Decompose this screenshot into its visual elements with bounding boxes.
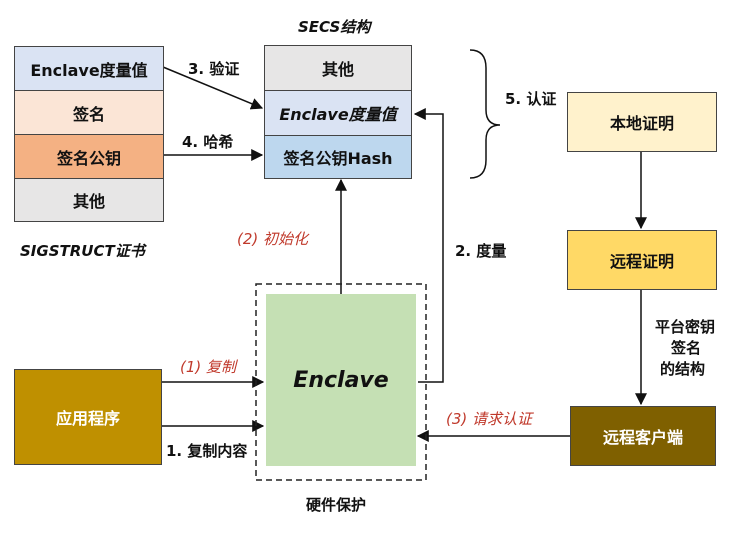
hardware-boundary xyxy=(255,283,427,481)
hardware-protection-label: 硬件保护 xyxy=(306,496,367,514)
sign-struct-label-3: 的结构 xyxy=(660,360,706,378)
copy-content-label: 1. 复制内容 xyxy=(166,442,248,460)
enclave-box: Enclave xyxy=(266,294,416,466)
sigstruct-caption: SIGSTRUCT证书 xyxy=(20,242,145,260)
init-label: (2) 初始化 xyxy=(237,230,309,248)
sign-struct-label-2: 签名 xyxy=(671,339,702,357)
certify-brace xyxy=(469,49,501,179)
local-attestation-label: 本地证明 xyxy=(609,114,674,133)
remote-attestation-label: 远程证明 xyxy=(609,252,674,271)
secs-row-key-hash-label: 签名公钥Hash xyxy=(283,149,393,168)
remote-client-box: 远程客户端 xyxy=(570,406,716,466)
local-attestation-box: 本地证明 xyxy=(567,92,717,152)
measure-label: 2. 度量 xyxy=(455,242,507,260)
secs-row-key-hash: 签名公钥Hash xyxy=(264,135,412,179)
remote-attestation-box: 远程证明 xyxy=(567,230,717,290)
sigstruct-row-other: 其他 xyxy=(14,178,164,222)
application-label: 应用程序 xyxy=(55,409,120,428)
certify-label: 5. 认证 xyxy=(505,90,557,108)
sigstruct-row-other-label: 其他 xyxy=(72,192,105,211)
application-box: 应用程序 xyxy=(14,369,162,465)
sigstruct-row-signature-label: 签名 xyxy=(72,104,105,124)
sign-struct-label-1: 平台密钥 xyxy=(655,318,716,336)
verify-label: 3. 验证 xyxy=(188,60,240,78)
sigstruct-row-signature: 签名 xyxy=(14,90,164,135)
sigstruct-row-public-key: 签名公钥 xyxy=(14,134,164,179)
sigstruct-row-measurement: Enclave度量值 xyxy=(14,46,164,91)
request-label: (3) 请求认证 xyxy=(446,410,533,428)
secs-row-other: 其他 xyxy=(264,45,412,91)
remote-client-label: 远程客户端 xyxy=(602,428,683,447)
secs-row-measurement-label: Enclave度量值 xyxy=(279,105,397,124)
copy-label: (1) 复制 xyxy=(180,358,237,376)
secs-title: SECS结构 xyxy=(298,18,371,36)
sigstruct-row-measurement-label: Enclave度量值 xyxy=(30,60,148,80)
hash-label: 4. 哈希 xyxy=(182,133,234,151)
enclave-label: Enclave xyxy=(293,367,389,393)
secs-row-other-label: 其他 xyxy=(321,60,354,79)
measure-arrow xyxy=(413,108,444,383)
secs-row-measurement: Enclave度量值 xyxy=(264,90,412,136)
verify-arrow xyxy=(162,66,264,110)
sigstruct-row-public-key-label: 签名公钥 xyxy=(56,148,121,168)
